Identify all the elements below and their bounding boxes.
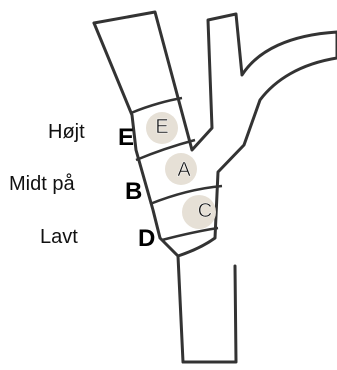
zone-letter-bottom: C xyxy=(198,200,212,222)
divider-lower xyxy=(162,228,218,240)
boundary-letter-middle: B xyxy=(125,178,142,205)
zone-letter-top: E xyxy=(155,116,168,138)
zone-letter-middle: A xyxy=(177,159,191,181)
level-label-low: Lavt xyxy=(40,226,78,248)
boundary-letter-top: E xyxy=(118,124,134,151)
level-label-high: Højt xyxy=(48,121,85,143)
level-label-mid: Midt på xyxy=(9,173,75,195)
boundary-letter-bottom: D xyxy=(138,225,155,252)
